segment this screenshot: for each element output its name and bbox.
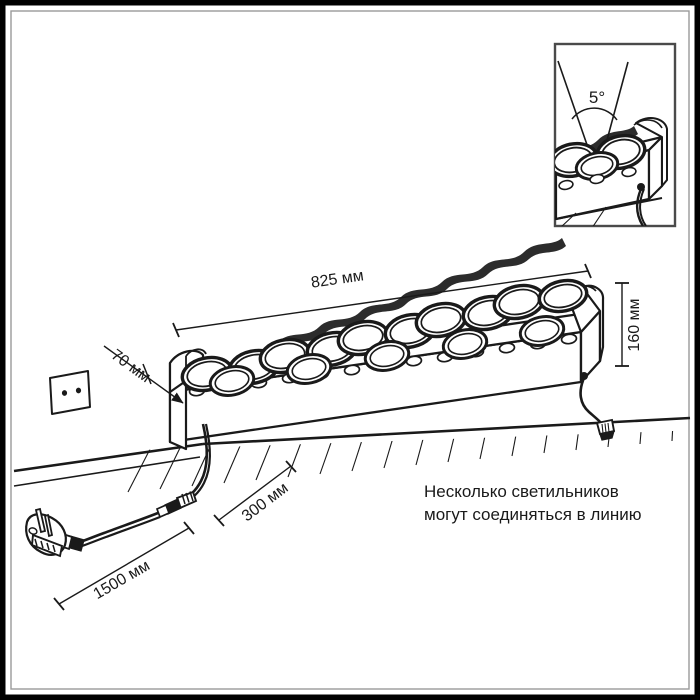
angle-arc (571, 107, 618, 121)
linear-luminaire-body (168, 238, 605, 451)
socket-hole-left (61, 390, 68, 396)
lens-webbing (193, 238, 566, 383)
socket-hole-right (75, 387, 82, 394)
end-cap-connector (579, 372, 616, 441)
dimension-drop-label: 300 мм (239, 480, 292, 526)
caption-line-1: Несколько светильников (424, 482, 619, 501)
beam-angle-label: 5° (589, 88, 605, 107)
lens (441, 328, 489, 360)
beam-angle-detail: 5° (553, 42, 677, 228)
dimension-height: 160 мм (615, 282, 643, 367)
cord-lower (79, 511, 159, 544)
vent-holes (558, 166, 637, 191)
lens (208, 365, 256, 397)
wall-socket (49, 370, 91, 415)
connector-plug-body (595, 418, 616, 441)
lens (414, 301, 468, 339)
lens (285, 353, 333, 385)
baseboard-line (13, 456, 201, 487)
caption-line-2: могут соединяться в линию (424, 505, 642, 524)
dimension-cord: 1500 мм (53, 521, 195, 611)
lens (518, 315, 566, 347)
lens (363, 340, 411, 372)
dimension-length-label: 825 мм (310, 267, 365, 291)
room-scene (13, 416, 691, 487)
schuko-plug (25, 507, 67, 558)
wall-base-line (13, 442, 204, 473)
lens (537, 278, 589, 314)
dimension-depth-label: 70 мм (108, 346, 154, 386)
caption: Несколько светильников могут соединяться… (424, 482, 642, 524)
power-cord-assembly (25, 423, 211, 558)
dimension-height-label: 160 мм (626, 298, 643, 351)
reflector-lens-row (180, 238, 589, 397)
dimension-drop: 300 мм (213, 460, 297, 527)
inline-cable-connector (155, 490, 198, 519)
